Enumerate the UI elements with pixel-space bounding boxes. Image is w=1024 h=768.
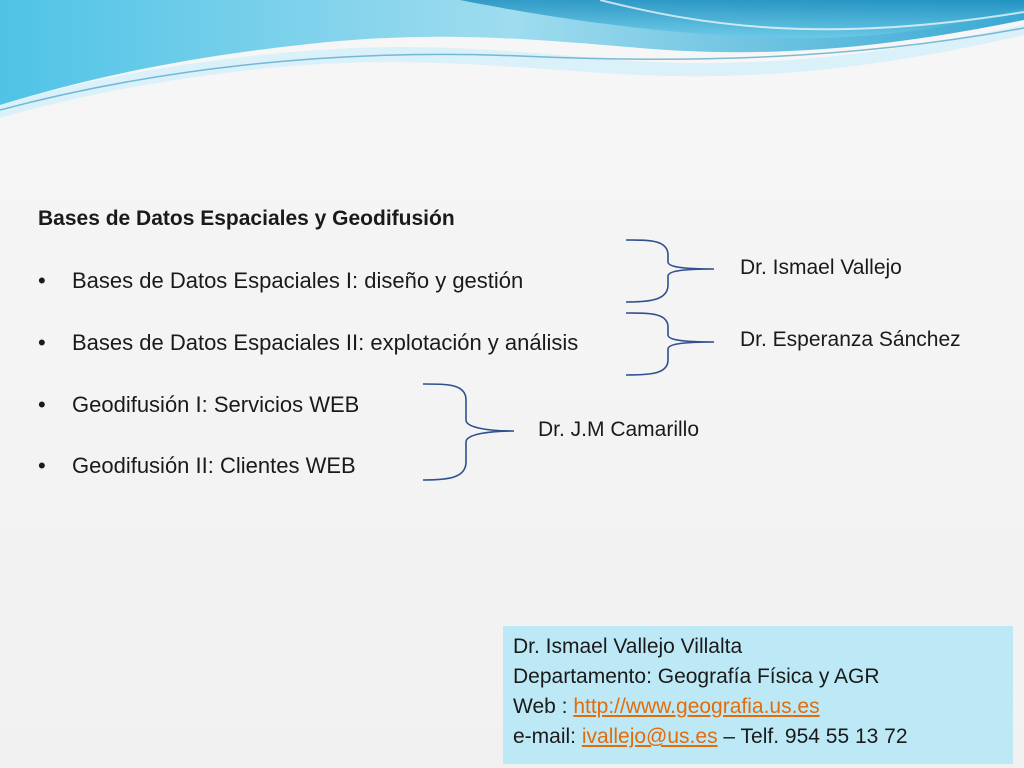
bullet-dot: •	[38, 330, 46, 355]
instructor-name: Dr. Ismael Vallejo	[740, 256, 902, 279]
slide-title: Bases de Datos Espaciales y Geodifusión	[38, 207, 455, 230]
bullet-dot: •	[38, 392, 46, 417]
brace-3-icon	[422, 383, 515, 481]
bullet-text: Bases de Datos Espaciales II: explotació…	[72, 330, 579, 355]
bullet-item: • Bases de Datos Espaciales I: diseño y g…	[38, 268, 523, 294]
bullet-dot: •	[38, 453, 46, 478]
bullet-item: • Bases de Datos Espaciales II: explotaci…	[38, 330, 578, 356]
phone-text: – Telf. 954 55 13 72	[717, 725, 908, 748]
contact-department: Departamento: Geografía Física y AGR	[513, 665, 880, 688]
contact-email-row: e-mail: ivallejo@us.es – Telf. 954 55 13…	[513, 722, 1003, 752]
bullet-text: Geodifusión I: Servicios WEB	[72, 392, 360, 417]
bullet-item: • Geodifusión II: Clientes WEB	[38, 453, 356, 479]
header-wave-decoration	[0, 0, 1024, 118]
instructor-name: Dr. J.M Camarillo	[538, 418, 700, 441]
contact-box: Dr. Ismael Vallejo Villalta Departamento…	[503, 626, 1013, 764]
bullet-dot: •	[38, 268, 46, 293]
instructor-name: Dr. Esperanza Sánchez	[740, 328, 961, 351]
email-link[interactable]: ivallejo@us.es	[581, 725, 718, 748]
brace-1-icon	[625, 239, 715, 303]
bullet-text: Geodifusión II: Clientes WEB	[72, 453, 356, 478]
contact-name: Dr. Ismael Vallejo Villalta	[513, 635, 743, 658]
web-label: Web :	[513, 695, 574, 718]
brace-2-icon	[625, 312, 715, 376]
contact-web-row: Web : http://www.geografia.us.es	[513, 692, 1003, 722]
email-label: e-mail:	[513, 725, 582, 748]
web-link[interactable]: http://www.geografia.us.es	[573, 695, 820, 718]
bullet-text: Bases de Datos Espaciales I: diseño y ge…	[72, 268, 524, 293]
bullet-item: • Geodifusión I: Servicios WEB	[38, 392, 359, 418]
